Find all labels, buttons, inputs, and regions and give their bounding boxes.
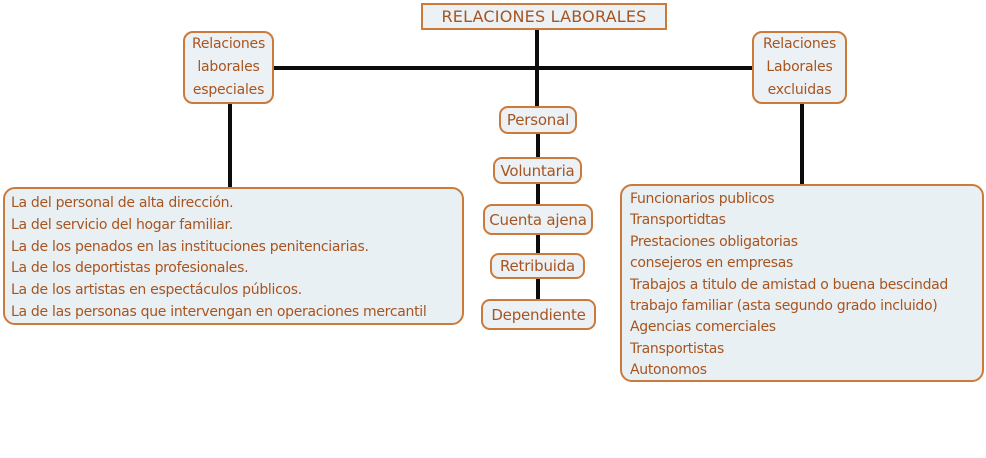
connector-personal-voluntaria bbox=[536, 134, 540, 158]
node-label: Personal bbox=[506, 111, 570, 129]
node-retribuida[interactable]: Retribuida bbox=[490, 253, 585, 279]
node-relaciones-laborales-especiales[interactable]: Relaciones laborales especiales bbox=[183, 31, 274, 104]
connector-left-branch bbox=[228, 103, 232, 187]
node-title-label: RELACIONES LABORALES bbox=[441, 7, 647, 26]
node-label: Cuenta ajena bbox=[489, 210, 587, 229]
node-label: Retribuida bbox=[499, 257, 576, 275]
node-line: especiales bbox=[192, 82, 265, 98]
list-item: Transportistas bbox=[630, 340, 725, 357]
node-dependiente[interactable]: Dependiente bbox=[481, 299, 596, 330]
connector-retribuida-dependiente bbox=[536, 278, 540, 300]
node-line: Relaciones bbox=[191, 36, 266, 52]
list-relaciones-especiales[interactable]: La del personal de alta dirección. La de… bbox=[3, 187, 464, 325]
list-item: Transportidtas bbox=[630, 212, 726, 229]
node-relaciones-laborales[interactable]: RELACIONES LABORALES bbox=[421, 3, 667, 30]
node-line: Relaciones bbox=[762, 36, 837, 52]
connector-right-branch bbox=[800, 103, 804, 184]
list-item: Funcionarios publicos bbox=[630, 191, 775, 207]
list-item: consejeros en empresas bbox=[630, 255, 794, 272]
list-item: Trabajos a titulo de amistad o buena bes… bbox=[630, 276, 949, 293]
connector-main-horizontal bbox=[270, 66, 754, 70]
list-item: Prestaciones obligatorias bbox=[630, 233, 798, 250]
node-label: Dependiente bbox=[491, 305, 586, 324]
node-personal[interactable]: Personal bbox=[499, 106, 577, 134]
node-line: excluidas bbox=[767, 82, 832, 98]
connector-voluntaria-cuentaajena bbox=[536, 183, 540, 205]
list-item: La de los artistas en espectáculos públi… bbox=[11, 282, 302, 299]
list-item: La del servicio del hogar familiar. bbox=[11, 216, 233, 233]
list-item: trabajo familiar (asta segundo grado inc… bbox=[630, 298, 938, 315]
list-item: Autonomos bbox=[630, 362, 707, 379]
list-item: La de los deportistas profesionales. bbox=[11, 260, 249, 277]
node-voluntaria[interactable]: Voluntaria bbox=[493, 157, 582, 184]
node-label: Voluntaria bbox=[500, 161, 575, 180]
list-item: Agencias comerciales bbox=[630, 319, 776, 336]
node-relaciones-laborales-excluidas[interactable]: Relaciones Laborales excluidas bbox=[752, 31, 847, 104]
connector-cuentaajena-retribuida bbox=[536, 234, 540, 254]
list-item: La del personal de alta dirección. bbox=[11, 195, 234, 211]
node-line: laborales bbox=[197, 59, 260, 75]
list-relaciones-excluidas[interactable]: Funcionarios publicos Transportidtas Pre… bbox=[620, 184, 984, 382]
node-line: Laborales bbox=[766, 59, 833, 75]
node-cuenta-ajena[interactable]: Cuenta ajena bbox=[483, 204, 593, 235]
list-item: La de los penados en las instituciones p… bbox=[11, 238, 369, 255]
list-item: La de las personas que intervengan en op… bbox=[11, 303, 427, 320]
